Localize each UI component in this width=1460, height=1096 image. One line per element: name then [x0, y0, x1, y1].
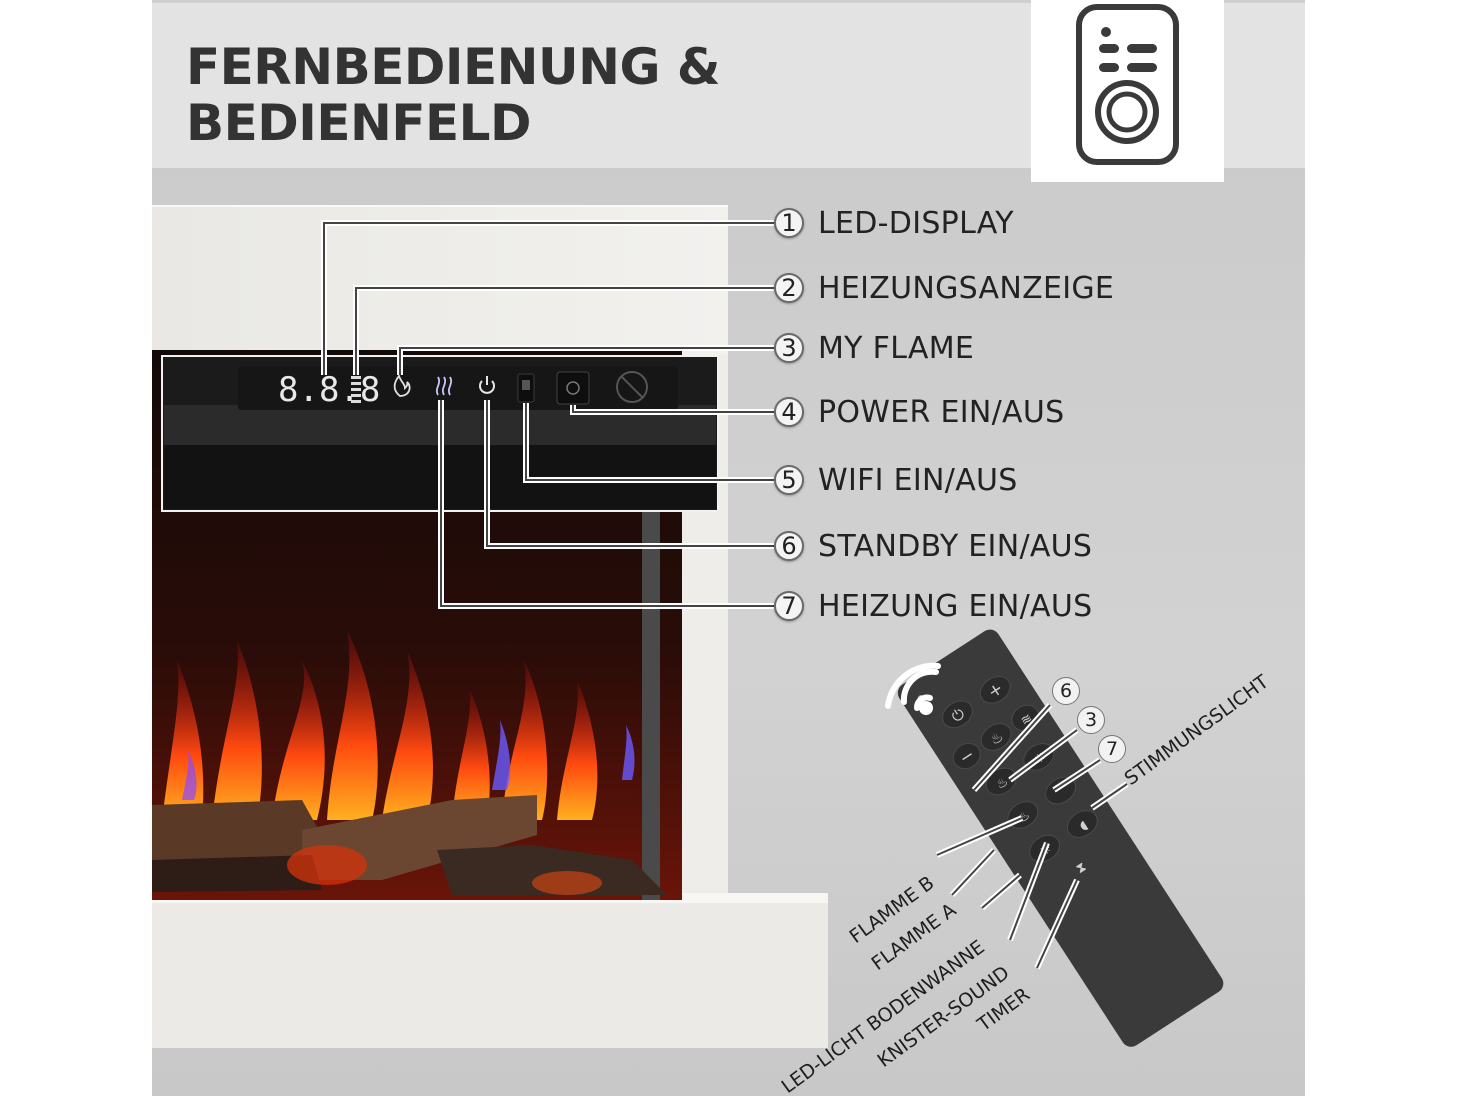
power-switch[interactable]	[556, 371, 590, 405]
callout-label: WIFI EIN/AUS	[818, 462, 1018, 498]
callout-number: 5	[774, 465, 804, 495]
callout-heizungsanzeige: 2 HEIZUNGSANZEIGE	[774, 268, 1114, 308]
my-flame-icon[interactable]	[393, 374, 411, 397]
callout-label: POWER EIN/AUS	[818, 394, 1065, 430]
fireplace-illustration: 8.8.8	[152, 205, 1224, 1048]
heater-icon[interactable]	[435, 376, 453, 396]
remote-outline-icon	[1076, 4, 1179, 165]
page-title: FERNBEDIENUNG & BEDIENFELD	[186, 38, 721, 152]
mantel-base	[152, 893, 828, 1048]
log-front	[437, 845, 667, 895]
title-line-1: FERNBEDIENUNG &	[186, 38, 721, 96]
heat-indicator-icon	[351, 376, 361, 403]
callout-label: LED-DISPLAY	[818, 205, 1014, 241]
callout-heizung: 7 HEIZUNG EIN/AUS	[774, 586, 1092, 626]
callout-number: 2	[774, 273, 804, 303]
remote-callout-3: 3	[1077, 706, 1105, 734]
standby-icon[interactable]	[479, 376, 495, 394]
title-line-2: BEDIENFELD	[186, 94, 532, 152]
callout-label: MY FLAME	[818, 330, 975, 366]
led-display: 8.8.8	[278, 370, 380, 410]
callout-standby: 6 STANDBY EIN/AUS	[774, 526, 1092, 566]
callout-label: HEIZUNGSANZEIGE	[818, 270, 1115, 306]
remote-callout-7: 7	[1098, 735, 1126, 763]
callout-number: 1	[774, 208, 804, 238]
remote-control-icon	[1031, 0, 1224, 182]
callout-number: 3	[774, 333, 804, 363]
remote-callout-6: 6	[1052, 677, 1080, 705]
mantel-top	[152, 205, 728, 355]
callout-number: 6	[774, 531, 804, 561]
callout-label: STANDBY EIN/AUS	[818, 528, 1093, 564]
callout-wifi: 5 WIFI EIN/AUS	[774, 460, 1018, 500]
callout-label: HEIZUNG EIN/AUS	[818, 588, 1093, 624]
callout-my-flame: 3 MY FLAME	[774, 328, 974, 368]
callout-led-display: 1 LED-DISPLAY	[774, 203, 1014, 243]
product-panel: FERNBEDIENUNG & BEDIENFELD	[152, 0, 1305, 1096]
callout-number: 4	[774, 397, 804, 427]
signal-icon	[885, 662, 941, 711]
callout-power: 4 POWER EIN/AUS	[774, 392, 1064, 432]
callout-number: 7	[774, 591, 804, 621]
